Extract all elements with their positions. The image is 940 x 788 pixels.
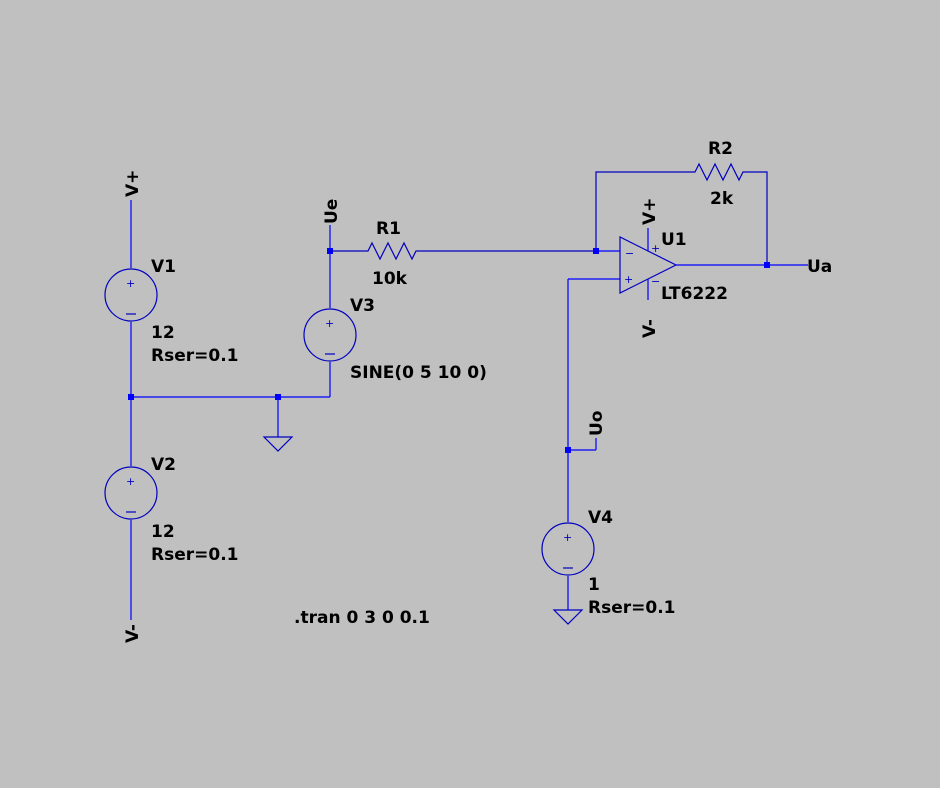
minus-icon: − xyxy=(651,275,660,288)
voltage-source-v1[interactable]: + xyxy=(104,268,158,322)
plus-icon: + xyxy=(126,277,135,290)
resistor-r2[interactable] xyxy=(595,162,768,265)
r2-name: R2 xyxy=(708,139,733,159)
junction-dot xyxy=(128,394,134,400)
junction-dot xyxy=(565,447,571,453)
net-label-vplus-left[interactable]: V+ xyxy=(123,170,143,197)
v4-rser: Rser=0.1 xyxy=(588,598,675,618)
junction-dot xyxy=(275,394,281,400)
v1-rser: Rser=0.1 xyxy=(151,346,238,366)
net-label-vminus-left[interactable]: V- xyxy=(123,624,143,643)
net-label-ue[interactable]: Ue xyxy=(322,199,342,224)
spice-directive[interactable]: .tran 0 3 0 0.1 xyxy=(294,608,430,628)
v1-value: 12 xyxy=(151,323,175,343)
r2-value: 2k xyxy=(710,189,734,209)
u1-value: LT6222 xyxy=(661,284,728,304)
v2-value: 12 xyxy=(151,522,175,542)
plus-icon: + xyxy=(325,317,334,330)
net-label-vplus-opamp[interactable]: V+ xyxy=(640,198,660,225)
plus-icon: + xyxy=(126,475,135,488)
plus-icon: + xyxy=(563,531,572,544)
v4-value: 1 xyxy=(588,575,600,595)
voltage-source-v3[interactable]: + xyxy=(303,308,357,362)
net-label-vminus-opamp[interactable]: V- xyxy=(640,319,660,338)
v3-name: V3 xyxy=(350,296,375,316)
v3-value: SINE(0 5 10 0) xyxy=(350,363,487,383)
junction-dot xyxy=(764,262,770,268)
resistor-r1[interactable] xyxy=(330,241,596,261)
plus-icon: + xyxy=(624,273,633,286)
voltage-source-v4[interactable]: + xyxy=(541,522,595,576)
net-label-uo[interactable]: Uo xyxy=(587,411,607,436)
u1-name: U1 xyxy=(661,230,687,250)
plus-icon: + xyxy=(651,242,660,255)
r1-value: 10k xyxy=(372,269,408,289)
ground-icon[interactable] xyxy=(552,609,584,625)
voltage-source-v2[interactable]: + xyxy=(104,466,158,520)
r1-name: R1 xyxy=(376,219,401,239)
v2-rser: Rser=0.1 xyxy=(151,545,238,565)
supply-wires xyxy=(130,200,331,620)
ground-icon[interactable] xyxy=(262,436,294,452)
net-label-ua[interactable]: Ua xyxy=(807,257,832,277)
v4-name: V4 xyxy=(588,508,613,528)
minus-icon: − xyxy=(625,247,634,260)
v2-name: V2 xyxy=(151,455,176,475)
v1-name: V1 xyxy=(151,257,176,277)
